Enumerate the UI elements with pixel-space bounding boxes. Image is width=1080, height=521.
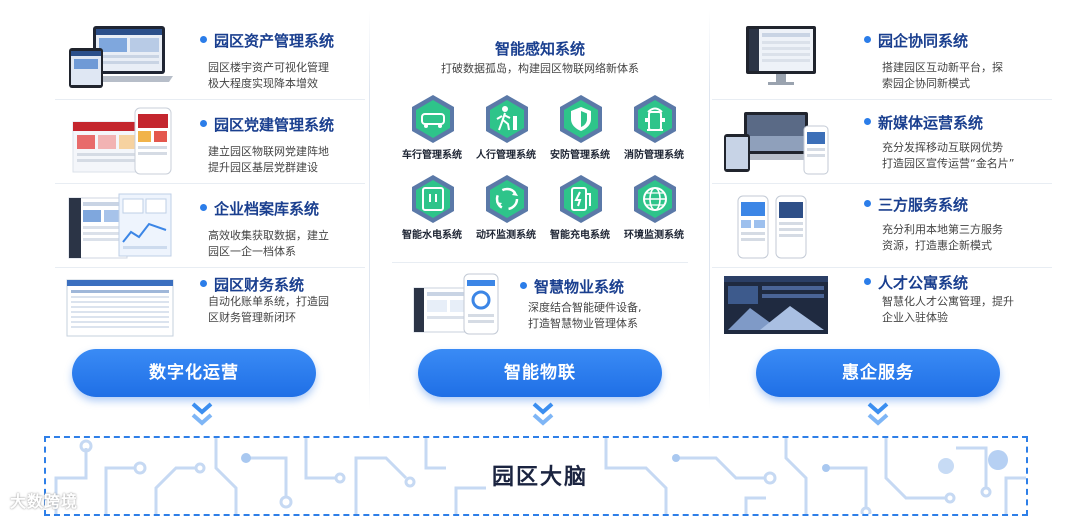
- item-desc-line: 园区楼宇资产可视化管理: [208, 61, 329, 74]
- circuit-pattern: [54, 438, 1026, 514]
- sensor-label: 环境监测系统: [624, 230, 684, 241]
- item-title: 园区党建管理系统: [200, 114, 334, 135]
- perception-title: 智能感知系统: [494, 40, 585, 58]
- sensor-label: 智能水电系统: [402, 230, 462, 241]
- sensor-label: 消防管理系统: [624, 150, 684, 161]
- new-media-item[interactable]: 新媒体运营系统 充分发挥移动互联网优势 打造园区宣传运营“金名片”: [712, 100, 1052, 184]
- laptop-tablet-screenshot: [69, 26, 173, 88]
- asset-management-item[interactable]: 园区资产管理系统 园区楼宇资产可视化管理 极大程度实现降本增效: [55, 16, 365, 100]
- item-desc-line: 打造园区宣传运营“金名片”: [882, 157, 1015, 170]
- party-building-item[interactable]: 园区党建管理系统 建立园区物联网党建阵地 提升园区基层党群建设: [55, 100, 365, 184]
- enterprise-service-button[interactable]: 惠企服务: [756, 349, 1000, 397]
- watermark-logo: 大数跨境: [10, 492, 79, 511]
- chevron-down-icon: [867, 402, 889, 426]
- digital-operations-column: 园区资产管理系统 园区楼宇资产可视化管理 极大程度实现降本增效 园区党建管理系统…: [55, 0, 365, 410]
- sensor-label: 人行管理系统: [476, 150, 536, 161]
- property-app-screenshot: [413, 273, 499, 335]
- chevron-down-icon: [532, 402, 554, 426]
- divider: [712, 183, 1052, 184]
- item-desc-line: 打造智慧物业管理体系: [528, 317, 638, 330]
- divider: [392, 262, 688, 263]
- monitor-screenshot: [746, 26, 816, 85]
- finance-table-screenshot: [66, 279, 174, 337]
- car-icon: [412, 95, 454, 143]
- item-desc-line: 智慧化人才公寓管理，提升: [882, 295, 1014, 308]
- item-desc-line: 高效收集获取数据，建立: [208, 229, 329, 242]
- sensor-label: 动环监测系统: [476, 230, 536, 241]
- item-desc-line: 园区一企一档体系: [208, 245, 296, 258]
- divider: [712, 99, 1052, 100]
- item-desc-line: 企业入驻体验: [882, 311, 948, 324]
- smart-charging-node[interactable]: 智能充电系统: [542, 174, 618, 248]
- third-party-service-item[interactable]: 三方服务系统 充分利用本地第三方服务 资源，打造惠企新模式: [712, 184, 1052, 268]
- divider: [55, 183, 365, 184]
- item-title: 人才公寓系统: [864, 272, 968, 293]
- smart-iot-column: 智能感知系统 打破数据孤岛，构建园区物联网络新体系 车行管理系统 人行管理系统 …: [372, 0, 708, 410]
- finance-item[interactable]: 园区财务系统 自动化账单系统，打造园 区财务管理新闭环: [55, 262, 365, 342]
- recycle-icon: [486, 175, 528, 223]
- talent-apartment-item[interactable]: 人才公寓系统 智慧化人才公寓管理，提升 企业入驻体验: [712, 262, 1052, 342]
- hydrant-icon: [634, 95, 676, 143]
- item-title: 三方服务系统: [864, 194, 968, 215]
- item-desc-line: 建立园区物联网党建阵地: [208, 145, 329, 158]
- sensor-label: 智能充电系统: [550, 230, 610, 241]
- column-divider: [369, 10, 370, 410]
- smart-property-item[interactable]: 智慧物业系统 深度结合智能硬件设备, 打造智慧物业管理体系: [372, 266, 708, 346]
- item-desc-line: 自动化账单系统，打造园: [208, 295, 329, 308]
- meter-icon: [412, 175, 454, 223]
- item-title: 园企协同系统: [864, 30, 968, 51]
- digital-operations-button[interactable]: 数字化运营: [72, 349, 316, 397]
- item-desc-line: 搭建园区互动新平台，探: [882, 61, 1003, 74]
- item-desc-line: 深度结合智能硬件设备,: [528, 301, 642, 314]
- sensor-label: 安防管理系统: [550, 150, 610, 161]
- vehicle-management-node[interactable]: 车行管理系统: [394, 94, 470, 168]
- environment-monitoring-node[interactable]: 动环监测系统: [468, 174, 544, 248]
- fire-management-node[interactable]: 消防管理系统: [616, 94, 692, 168]
- divider: [712, 267, 1052, 268]
- divider: [55, 99, 365, 100]
- divider: [55, 267, 365, 268]
- pedestrian-icon: [486, 95, 528, 143]
- pedestrian-management-node[interactable]: 人行管理系统: [468, 94, 544, 168]
- shield-icon: [560, 95, 602, 143]
- column-divider: [709, 10, 710, 410]
- item-desc-line: 极大程度实现降本增效: [208, 77, 318, 90]
- apartment-dashboard-screenshot: [724, 276, 828, 334]
- archive-dashboard-screenshot: [68, 193, 172, 259]
- item-title: 新媒体运营系统: [864, 112, 983, 133]
- enterprise-service-column: 园企协同系统 搭建园区互动新平台，探 索园企协同新模式 新媒体运营系统 充分发挥…: [712, 0, 1052, 410]
- chevron-down-icon: [191, 402, 213, 426]
- media-devices-screenshot: [724, 112, 829, 175]
- item-desc-line: 资源，打造惠企新模式: [882, 239, 992, 252]
- perception-subtitle: 打破数据孤岛，构建园区物联网络新体系: [441, 62, 639, 75]
- park-enterprise-collab-item[interactable]: 园企协同系统 搭建园区互动新平台，探 索园企协同新模式: [712, 16, 1052, 100]
- item-title: 园区资产管理系统: [200, 30, 334, 51]
- item-desc-line: 提升园区基层党群建设: [208, 161, 318, 174]
- item-desc-line: 区财务管理新闭环: [208, 311, 296, 324]
- item-desc-line: 充分利用本地第三方服务: [882, 223, 1003, 236]
- security-management-node[interactable]: 安防管理系统: [542, 94, 618, 168]
- water-power-node[interactable]: 智能水电系统: [394, 174, 470, 248]
- item-desc-line: 索园企协同新模式: [882, 77, 970, 90]
- item-title: 园区财务系统: [200, 274, 304, 295]
- sensor-label: 车行管理系统: [402, 150, 462, 161]
- item-title: 企业档案库系统: [200, 198, 319, 219]
- charger-icon: [560, 175, 602, 223]
- enterprise-archive-item[interactable]: 企业档案库系统 高效收集获取数据，建立 园区一企一档体系: [55, 184, 365, 268]
- globe-icon: [634, 175, 676, 223]
- environment-monitoring-system-node[interactable]: 环境监测系统: [616, 174, 692, 248]
- item-desc-line: 充分发挥移动互联网优势: [882, 141, 1003, 154]
- park-brain-box: [44, 436, 1028, 516]
- item-title: 智慧物业系统: [520, 276, 624, 297]
- party-building-screenshot: [72, 107, 172, 175]
- smart-iot-button[interactable]: 智能物联: [418, 349, 662, 397]
- mobile-apps-screenshot: [737, 195, 807, 259]
- park-brain-label: 园区大脑: [491, 465, 588, 490]
